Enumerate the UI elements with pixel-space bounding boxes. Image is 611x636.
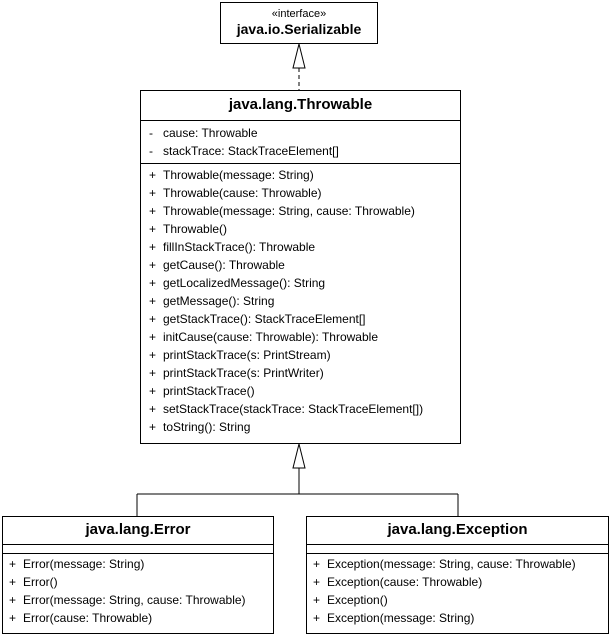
- fields-section: -cause: Throwable -stackTrace: StackTrac…: [141, 120, 460, 163]
- realization-arrowhead: [292, 43, 306, 69]
- method: +printStackTrace(s: PrintWriter): [149, 366, 324, 380]
- stereotype-label: «interface»: [271, 8, 327, 20]
- method: +getLocalizedMessage(): String: [149, 276, 326, 290]
- method: +printStackTrace(): [149, 384, 255, 398]
- method: +Exception(cause: Throwable): [313, 575, 483, 589]
- methods-section: +Exception(message: String, cause: Throw…: [307, 553, 608, 627]
- class-throwable[interactable]: java.lang.Throwable -cause: Throwable -s…: [140, 90, 461, 444]
- method: +setStackTrace(stackTrace: StackTraceEle…: [149, 402, 424, 416]
- fields-section: [307, 544, 608, 553]
- method: +Exception(message: String, cause: Throw…: [313, 557, 576, 571]
- method: +Error(): [9, 575, 58, 589]
- method: +getStackTrace(): StackTraceElement[]: [149, 312, 366, 326]
- fields-section: [3, 544, 273, 553]
- method: +getMessage(): String: [149, 294, 275, 308]
- method: +fillInStackTrace(): Throwable: [149, 240, 316, 254]
- method: +Throwable(cause: Throwable): [149, 186, 322, 200]
- field: -stackTrace: StackTraceElement[]: [149, 144, 339, 158]
- method: +Throwable(message: String): [149, 168, 314, 182]
- methods-section: +Error(message: String) +Error() +Error(…: [3, 553, 273, 627]
- method: +Throwable(): [149, 222, 228, 236]
- methods-section: +Throwable(message: String) +Throwable(c…: [141, 163, 460, 436]
- method: +printStackTrace(s: PrintStream): [149, 348, 331, 362]
- class-name: java.io.Serializable: [236, 21, 362, 37]
- method: +Exception(): [313, 593, 388, 607]
- method: +Exception(message: String): [313, 611, 475, 625]
- generalization-arrowhead: [292, 443, 306, 469]
- method: +toString(): String: [149, 420, 251, 434]
- class-name: java.lang.Throwable: [228, 96, 373, 113]
- class-serializable[interactable]: «interface» java.io.Serializable: [220, 2, 378, 44]
- method: +Throwable(message: String, cause: Throw…: [149, 204, 415, 218]
- method: +initCause(cause: Throwable): Throwable: [149, 330, 378, 344]
- method: +Error(message: String, cause: Throwable…: [9, 593, 246, 607]
- class-name: java.lang.Error: [85, 521, 191, 538]
- class-exception[interactable]: java.lang.Exception +Exception(message: …: [306, 516, 609, 634]
- class-name: java.lang.Exception: [387, 521, 528, 538]
- method: +Error(message: String): [9, 557, 145, 571]
- method: +Error(cause: Throwable): [9, 611, 153, 625]
- field: -cause: Throwable: [149, 126, 258, 140]
- method: +getCause(): Throwable: [149, 258, 285, 272]
- class-error[interactable]: java.lang.Error +Error(message: String) …: [2, 516, 274, 634]
